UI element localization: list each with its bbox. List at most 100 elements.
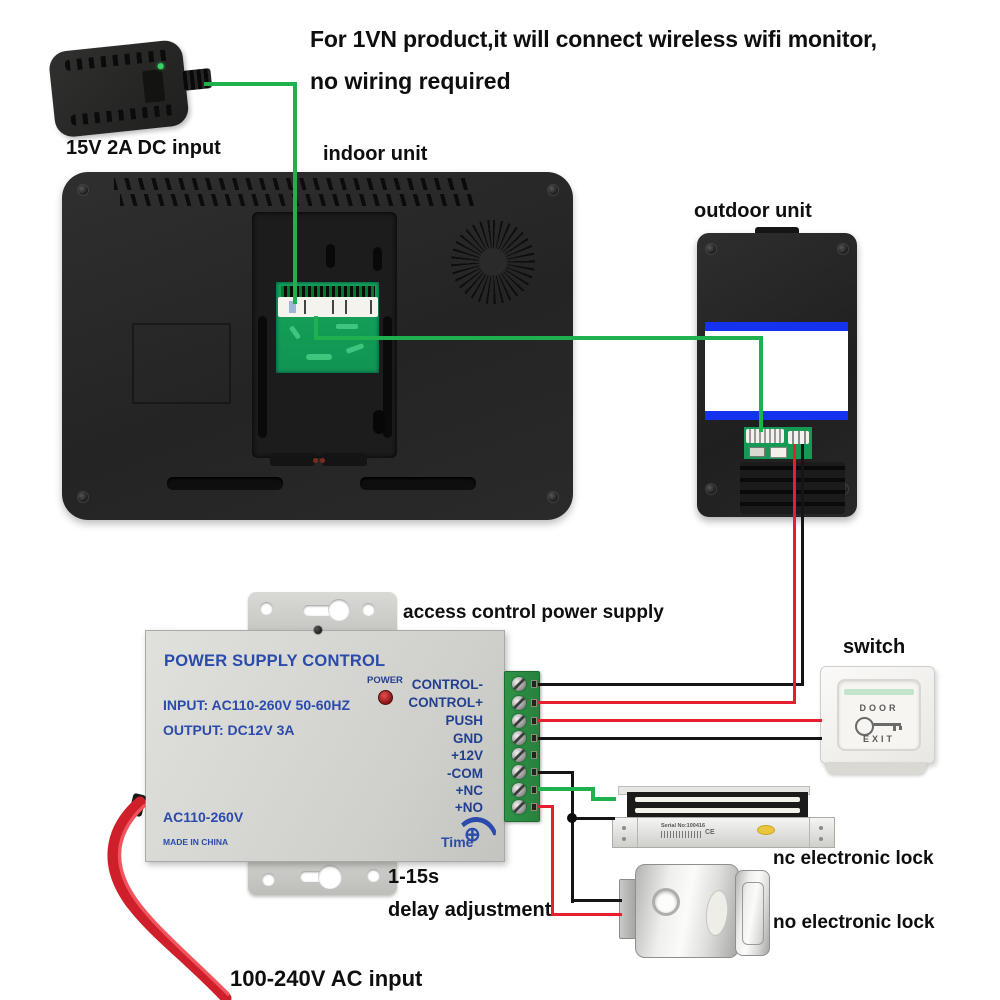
terminal-label-no: +NO (454, 800, 483, 815)
monitor-screw (548, 492, 558, 502)
terminal-screw (512, 714, 526, 728)
maglock-serial-text: Serial No:100416 (661, 823, 706, 829)
psu-keyhole (328, 599, 350, 621)
outdoor-screw (706, 244, 716, 254)
power-led (378, 690, 393, 705)
psu-output-spec: OUTPUT: DC12V 3A (163, 722, 295, 738)
wall-plate (252, 212, 397, 458)
outdoor-panel (697, 233, 857, 517)
psu-voltage-range: AC110-260V (163, 809, 244, 825)
monitor-bottom-slot (360, 477, 476, 490)
indoor-unit-label: indoor unit (323, 143, 428, 165)
terminal-screw (512, 783, 526, 797)
psu-mount-hole (367, 869, 380, 882)
adapter-led (157, 62, 165, 70)
terminal-label-nc: +NC (455, 783, 483, 798)
switch-green-strip (844, 689, 914, 695)
terminal-contact (531, 680, 537, 688)
terminal-screw (512, 696, 526, 710)
psu-keyhole (303, 605, 333, 616)
maglock-armature-face (627, 792, 808, 819)
lock-brand-sticker (703, 888, 731, 938)
indoor-monitor (62, 172, 573, 520)
terminal-block (504, 671, 540, 822)
terminal-screw (512, 800, 526, 814)
terminal-screw (512, 677, 526, 691)
terminal-label-control-minus: CONTROL- (411, 677, 483, 692)
maglock-body-face: Serial No:100416 CE (612, 817, 835, 848)
terminal-contact (531, 699, 537, 707)
psu-bottom-tab (248, 860, 397, 895)
exit-switch: DOOR EXIT (820, 666, 935, 764)
adapter-label-patch (142, 69, 166, 103)
pcb-connector (278, 297, 378, 317)
terminal-screw (512, 731, 526, 745)
time-label: Time (441, 834, 474, 850)
adapter-body (47, 38, 190, 139)
psu-keyhole (318, 865, 342, 889)
switch-door-text: DOOR (859, 703, 899, 713)
power-supply-label: access control power supply (403, 602, 664, 623)
monitor-screw (78, 185, 88, 195)
adapter-vent-top (64, 49, 170, 72)
psu-origin: MADE IN CHINA (163, 837, 229, 847)
ac-input-label: 100-240V AC input (230, 966, 423, 991)
switch-skirt (826, 762, 927, 774)
pcb-pin-header (281, 286, 375, 297)
adapter-vent-bottom (70, 104, 175, 126)
outdoor-vent-panel (740, 462, 845, 514)
outdoor-screw (706, 484, 716, 494)
power-led-label: POWER (367, 675, 403, 686)
delay-caption-label: delay adjustment (388, 899, 552, 921)
time-dial-icon: ⊕ (464, 824, 481, 846)
outdoor-blue-stripe (705, 322, 848, 331)
electric-lock (615, 860, 775, 960)
terminal-label-push: PUSH (445, 713, 483, 728)
no-lock-label: no electronic lock (773, 912, 935, 933)
door-key-icon (855, 716, 905, 736)
outdoor-top-notch (755, 227, 799, 237)
switch-exit-text: EXIT (862, 734, 895, 744)
lock-body (635, 864, 739, 958)
pcb-window (276, 282, 379, 373)
monitor-screw (78, 492, 88, 502)
ac-cable (107, 796, 232, 1000)
terminal-contact (531, 751, 537, 759)
terminal-label-gnd: GND (453, 731, 483, 746)
psu-case-screw (314, 626, 322, 634)
lock-cylinder (735, 870, 770, 956)
monitor-vent-row (120, 194, 478, 206)
switch-inner-panel: DOOR EXIT (837, 679, 921, 751)
psu-box: POWER SUPPLY CONTROL INPUT: AC110-260V 5… (145, 626, 505, 862)
terminal-contact (531, 734, 537, 742)
outdoor-pcb (744, 427, 812, 459)
speaker-grille-icon (451, 220, 535, 304)
outdoor-unit-label: outdoor unit (694, 200, 812, 222)
psu-top-tab (248, 592, 397, 630)
title-line-2: no wiring required (310, 68, 511, 94)
psu-mount-hole (262, 873, 275, 886)
plate-oval-hole (373, 410, 385, 434)
terminal-contact (531, 768, 537, 776)
maglock: Serial No:100416 CE (610, 784, 838, 848)
nc-lock-label: nc electronic lock (773, 848, 934, 869)
terminal-label-12v: +12V (451, 748, 483, 763)
wire-junction-dot (567, 813, 577, 823)
terminal-contact (531, 717, 537, 725)
monitor-bottom-slot (167, 477, 283, 490)
monitor-recess (132, 323, 231, 404)
terminal-contact (531, 803, 537, 811)
title-line-1: For 1VN product,it will connect wireless… (310, 26, 877, 52)
maglock-sticker (757, 825, 775, 835)
terminal-label-control-plus: CONTROL+ (408, 695, 483, 710)
psu-input-spec: INPUT: AC110-260V 50-60HZ (163, 697, 351, 713)
maglock-ce-text: CE (705, 829, 715, 836)
psu-keyhole (300, 871, 330, 882)
monitor-screw (548, 185, 558, 195)
lock-hole (652, 888, 680, 916)
terminal-label-com: -COM (447, 766, 483, 781)
outdoor-screw (838, 244, 848, 254)
psu-name: POWER SUPPLY CONTROL (164, 652, 386, 670)
switch-label: switch (843, 636, 906, 658)
